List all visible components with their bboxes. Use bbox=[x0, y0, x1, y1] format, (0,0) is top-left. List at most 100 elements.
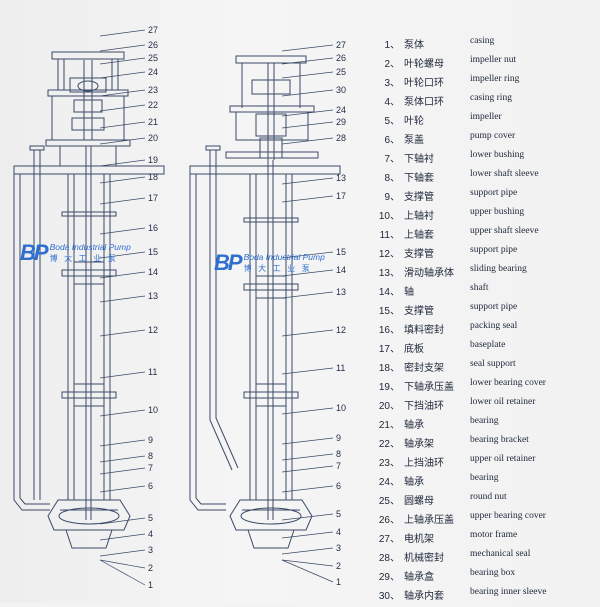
legend-number: 20、 bbox=[378, 401, 400, 412]
callout-number: 7 bbox=[148, 463, 153, 473]
callout-number: 11 bbox=[148, 367, 157, 377]
leader-line bbox=[281, 329, 334, 337]
legend-chinese-name: 叶轮 bbox=[404, 116, 424, 127]
legend-chinese-name: 下轴套 bbox=[404, 173, 434, 184]
leader-line bbox=[281, 57, 334, 65]
leader-line bbox=[99, 104, 146, 112]
legend-number: 23、 bbox=[378, 458, 400, 469]
legend-english-name: impeller bbox=[470, 112, 502, 122]
callout-number: 6 bbox=[148, 481, 153, 491]
leader-line bbox=[281, 195, 334, 203]
legend-english-name: support pipe bbox=[470, 188, 518, 198]
legend-number: 28、 bbox=[378, 553, 400, 564]
legend-english-name: support pipe bbox=[470, 245, 518, 255]
legend-chinese-name: 轴 bbox=[404, 287, 414, 298]
legend-english-name: shaft bbox=[470, 283, 489, 293]
callout-number: 26 bbox=[336, 53, 346, 63]
legend-chinese-name: 电机架 bbox=[404, 534, 434, 545]
legend-english-name: upper shaft sleeve bbox=[470, 226, 539, 236]
callout-number: 2 bbox=[336, 561, 341, 571]
legend-chinese-name: 滑动轴承体 bbox=[404, 268, 454, 279]
callout-number: 20 bbox=[148, 133, 158, 143]
legend-chinese-name: 上挡油环 bbox=[404, 458, 444, 469]
legend-number: 29、 bbox=[378, 572, 400, 583]
legend-number: 24、 bbox=[378, 477, 400, 488]
legend-chinese-name: 上轴承压盖 bbox=[404, 515, 454, 526]
legend-english-name: impeller nut bbox=[470, 55, 517, 65]
leader-line bbox=[99, 176, 146, 184]
callout-number: 5 bbox=[336, 509, 341, 519]
leader-line bbox=[99, 227, 146, 235]
leader-line bbox=[281, 485, 334, 493]
callout-number: 12 bbox=[148, 325, 158, 335]
legend-number: 13、 bbox=[378, 268, 400, 279]
callout-number: 24 bbox=[336, 105, 346, 115]
callout-number: 19 bbox=[148, 155, 158, 165]
legend-english-name: casing bbox=[470, 36, 495, 46]
leader-line bbox=[281, 531, 334, 539]
callout-number: 17 bbox=[336, 191, 346, 201]
callout-number: 25 bbox=[336, 67, 346, 77]
left-pump-drawing bbox=[13, 51, 165, 549]
leader-line bbox=[99, 559, 146, 586]
callout-number: 29 bbox=[336, 117, 346, 127]
legend-english-name: bearing box bbox=[470, 568, 516, 578]
leader-line bbox=[99, 137, 146, 145]
callout-number: 23 bbox=[148, 85, 158, 95]
legend-number: 26、 bbox=[378, 515, 400, 526]
legend-number: 1、 bbox=[384, 40, 400, 51]
legend-chinese-name: 叶轮螺母 bbox=[404, 59, 444, 70]
legend-english-name: lower bearing cover bbox=[470, 378, 546, 388]
legend-english-name: impeller ring bbox=[470, 74, 520, 84]
logo-mark: BP bbox=[20, 240, 49, 265]
leader-line bbox=[281, 559, 334, 567]
leader-line bbox=[99, 44, 146, 52]
leader-line bbox=[99, 455, 146, 463]
legend-english-name: lower oil retainer bbox=[470, 397, 536, 407]
legend-english-name: bearing inner sleeve bbox=[470, 587, 547, 597]
legend-chinese-name: 下轴承压盖 bbox=[404, 382, 454, 393]
legend-english-name: motor frame bbox=[470, 530, 518, 540]
legend-chinese-name: 圆螺母 bbox=[404, 496, 434, 507]
leader-line bbox=[281, 177, 334, 185]
callout-number: 13 bbox=[336, 173, 346, 183]
legend-english-name: bearing bracket bbox=[470, 435, 529, 445]
legend-number: 18、 bbox=[378, 363, 400, 374]
legend-number: 17、 bbox=[378, 344, 400, 355]
callout-number: 10 bbox=[336, 403, 346, 413]
leader-line bbox=[99, 159, 146, 167]
leader-line bbox=[281, 465, 334, 473]
legend-number: 6、 bbox=[384, 135, 400, 146]
callout-number: 30 bbox=[336, 85, 346, 95]
legend-english-name: lower bushing bbox=[470, 150, 525, 160]
legend-english-name: mechanical seal bbox=[470, 549, 531, 559]
callout-number: 4 bbox=[336, 527, 341, 537]
leader-line bbox=[99, 57, 146, 65]
leader-line bbox=[281, 437, 334, 445]
callout-number: 22 bbox=[148, 100, 158, 110]
callout-number: 27 bbox=[148, 25, 158, 35]
callout-number: 17 bbox=[148, 193, 158, 203]
callout-number: 4 bbox=[148, 529, 153, 539]
legend-chinese-name: 支撑管 bbox=[404, 249, 434, 260]
leader-line bbox=[99, 559, 146, 569]
legend-number: 9、 bbox=[384, 192, 400, 203]
callout-number: 18 bbox=[148, 172, 158, 182]
legend-english-name: upper bushing bbox=[470, 207, 525, 217]
leader-line bbox=[99, 89, 146, 97]
leader-line bbox=[99, 485, 146, 493]
legend-number: 30、 bbox=[378, 591, 400, 602]
legend-english-name: upper bearing cover bbox=[470, 511, 546, 521]
callout-number: 3 bbox=[336, 543, 341, 553]
legend-chinese-name: 轴承 bbox=[404, 420, 424, 431]
